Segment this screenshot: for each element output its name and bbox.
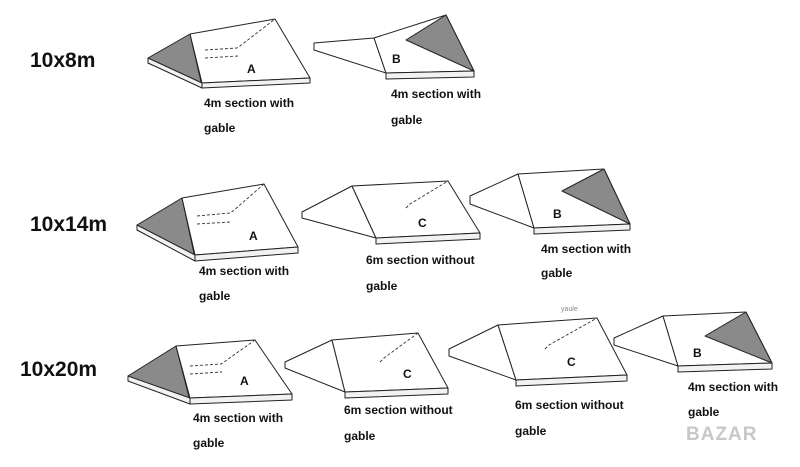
section-c-row3-second-letter: C [567,355,576,369]
section-a-row2-caption-line1: 4m section with [199,264,289,278]
section-c-row2: C [301,180,481,245]
section-a-row3: A [127,339,293,405]
section-b-row3-letter: B [693,346,702,360]
section-b-row2-caption-line1: 4m section with [541,242,631,256]
section-a-row3-letter: A [240,374,249,388]
section-c-row3-second-caption-line1: 6m section without [515,398,624,412]
row-label-10x20m: 10x20m [20,358,97,381]
section-b-row1-letter: B [392,52,401,66]
section-a-row1-caption-line2: gable [204,121,236,135]
section-a-row2-letter: A [249,229,258,243]
section-b-row2-letter: B [553,207,562,221]
row-label-10x8m: 10x8m [30,49,95,72]
section-b-row3: B [613,311,773,373]
section-c-row2-caption-line2: gable [366,279,398,293]
section-c-row3-second: C [448,317,628,387]
stray-text: yaule [561,306,578,313]
section-a-row3-caption-line1: 4m section with [193,411,283,425]
section-a-row1: A [147,18,311,89]
section-a-row1-caption-line1: 4m section with [204,96,294,110]
section-c-row3-first: C [284,332,449,399]
section-b-row1-caption-line2: gable [391,113,423,127]
section-b-row1-caption-line1: 4m section with [391,87,481,101]
section-b-row2-caption-line2: gable [541,266,573,280]
section-b-row2: B [469,168,631,235]
section-a-row1-letter: A [247,62,256,76]
section-b-row3-caption-line1: 4m section with [688,380,778,394]
section-c-row3-first-caption-line2: gable [344,429,376,443]
watermark-text: BAZAR [686,424,758,445]
section-c-row2-letter: C [418,216,427,230]
section-c-row3-first-caption-line1: 6m section without [344,403,453,417]
section-a-row2-caption-line2: gable [199,289,231,303]
row-label-10x14m: 10x14m [30,213,107,236]
section-a-row2: A [136,183,299,262]
bazar-watermark: BAZAR [686,424,758,445]
section-c-row3-second-caption-line2: gable [515,424,547,438]
section-a-row3-caption-line2: gable [193,436,225,450]
section-b-row1: B [313,14,475,80]
section-c-row3-first-letter: C [403,367,412,381]
section-c-row2-caption-line1: 6m section without [366,253,475,267]
section-b-row3-caption-line2: gable [688,405,720,419]
